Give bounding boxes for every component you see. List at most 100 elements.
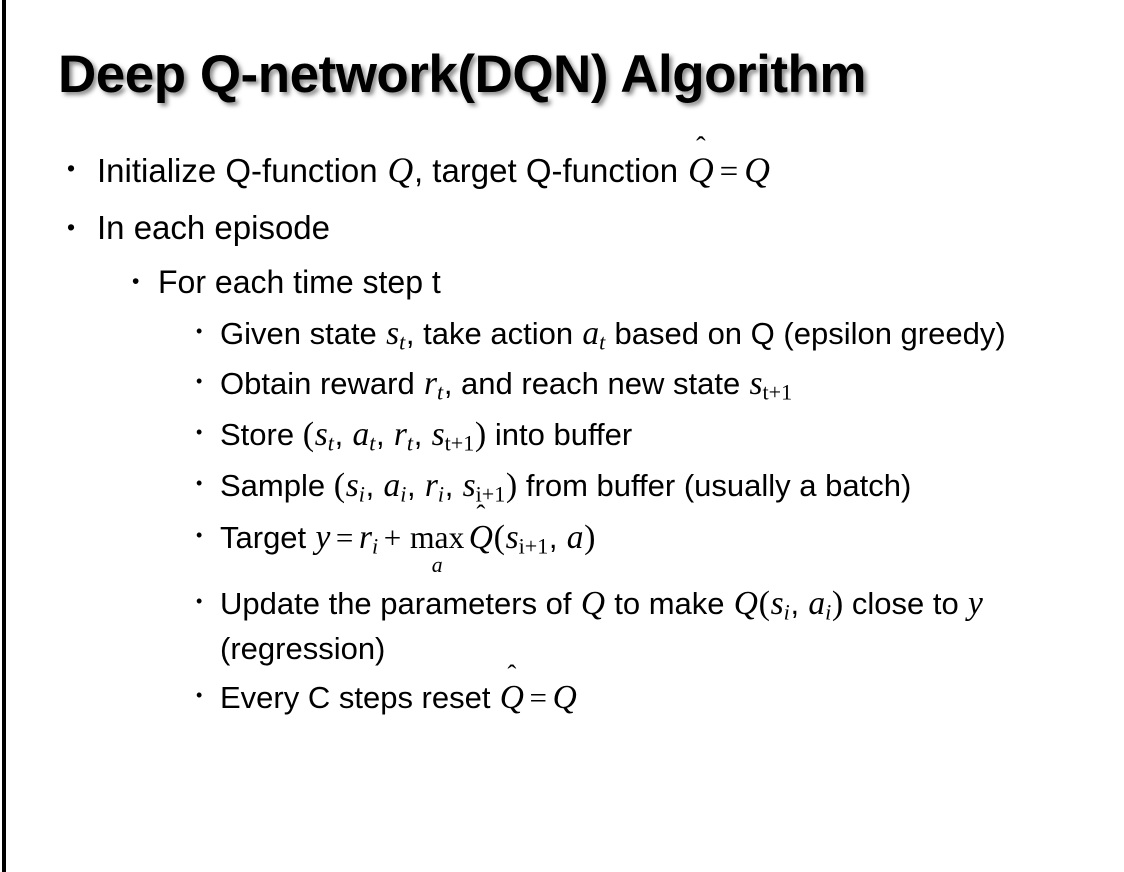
bullet-marker: • bbox=[196, 371, 203, 392]
math-base: a bbox=[582, 314, 600, 352]
math-subscript: t bbox=[599, 329, 606, 355]
math-plus: + bbox=[383, 519, 402, 555]
list-item: • Sample (si, ai, ri, si+1) from buffer … bbox=[0, 463, 1124, 509]
math-var-a: ai bbox=[383, 467, 407, 505]
math-subscript: i bbox=[372, 533, 379, 559]
page-title: Deep Q-network(DQN) Algorithm bbox=[58, 45, 866, 104]
math-base: s bbox=[505, 518, 519, 556]
bullet-marker: • bbox=[132, 269, 140, 293]
text-fragment: Obtain reward bbox=[220, 366, 424, 402]
math-var-a: a bbox=[566, 518, 584, 556]
text-fragment: from buffer (usually a batch) bbox=[517, 468, 912, 504]
max-label: max bbox=[409, 519, 465, 555]
math-var-q: Q bbox=[733, 585, 758, 623]
text-fragment: Initialize Q-function bbox=[97, 152, 387, 189]
text-fragment: , bbox=[365, 468, 383, 504]
bullet-marker: • bbox=[196, 684, 203, 705]
math-var-s: st+1 bbox=[749, 365, 793, 403]
text-fragment: , bbox=[334, 416, 352, 452]
math-var-y: y bbox=[315, 518, 331, 556]
math-var-q: Q bbox=[580, 585, 605, 623]
bullet-list: • Initialize Q-function Q, target Q-func… bbox=[0, 148, 1124, 725]
list-item: • Update the parameters of Q to make Q(s… bbox=[0, 581, 1124, 670]
list-item: • For each time step t bbox=[0, 262, 1124, 303]
math-base: s bbox=[462, 467, 476, 505]
math-base: r bbox=[359, 518, 373, 556]
list-item: • In each episode bbox=[0, 207, 1124, 249]
math-base: Q bbox=[468, 518, 493, 556]
math-var-qhat: ̂Q bbox=[499, 675, 524, 721]
math-base: r bbox=[393, 415, 407, 453]
text-fragment: , bbox=[444, 468, 462, 504]
math-subscript: t bbox=[327, 430, 334, 456]
list-item: • Store (st, at, rt, st+1) into buffer bbox=[0, 412, 1124, 458]
math-base: s bbox=[314, 415, 328, 453]
text-fragment: , bbox=[413, 416, 431, 452]
math-var-s: si+1 bbox=[505, 518, 549, 559]
text-fragment: (regression) bbox=[220, 630, 386, 666]
text-fragment: Every C steps reset bbox=[220, 679, 500, 715]
list-item: • Initialize Q-function Q, target Q-func… bbox=[0, 148, 1124, 194]
math-var-qhat: ̂Q bbox=[687, 148, 714, 194]
text-fragment: Sample bbox=[220, 468, 334, 504]
bullet-marker: • bbox=[196, 473, 203, 494]
math-base: s bbox=[770, 585, 784, 623]
close-paren: ) bbox=[505, 467, 518, 505]
text-fragment: Given state bbox=[220, 315, 386, 351]
bullet-marker: • bbox=[196, 591, 203, 612]
math-subscript: i+1 bbox=[518, 533, 549, 559]
bullet-marker: • bbox=[196, 320, 203, 341]
math-subscript: t bbox=[399, 329, 406, 355]
text-fragment: Target bbox=[220, 519, 315, 555]
math-subscript: i bbox=[437, 481, 445, 507]
math-var-s: si+1 bbox=[462, 467, 506, 505]
math-var-s: st bbox=[385, 314, 406, 355]
list-item: • Every C steps reset ̂Q=Q bbox=[0, 675, 1124, 721]
math-base: a bbox=[352, 415, 370, 453]
bullet-marker: • bbox=[196, 524, 203, 545]
list-item-text: In each episode bbox=[97, 208, 331, 246]
math-base: r bbox=[424, 467, 438, 505]
math-var-r: ri bbox=[358, 518, 379, 559]
math-base: Q bbox=[687, 150, 714, 190]
math-equals: = bbox=[719, 154, 739, 190]
math-var-a: ai bbox=[808, 585, 832, 623]
text-fragment: close to bbox=[843, 586, 968, 622]
list-item: • Obtain reward rt, and reach new state … bbox=[0, 361, 1124, 407]
math-subscript: i bbox=[783, 599, 790, 625]
text-fragment: , bbox=[548, 519, 567, 555]
text-fragment: , and reach new state bbox=[443, 366, 749, 402]
list-item: • Given state st, take action at based o… bbox=[0, 311, 1124, 357]
math-base: s bbox=[431, 415, 445, 453]
math-subscript: t bbox=[369, 430, 376, 456]
math-subscript: t+1 bbox=[444, 430, 475, 456]
list-item-text: Sample (si, ai, ri, si+1) from buffer (u… bbox=[220, 463, 1090, 509]
text-fragment: , take action bbox=[405, 315, 582, 351]
text-fragment: , bbox=[407, 468, 425, 504]
math-base: Q bbox=[499, 678, 524, 716]
bullet-marker: • bbox=[196, 421, 203, 442]
text-fragment: Store bbox=[220, 416, 303, 452]
math-base: a bbox=[808, 585, 826, 623]
list-item-text: Initialize Q-function Q, target Q-functi… bbox=[97, 148, 1124, 194]
math-var-s: st+1 bbox=[431, 415, 475, 456]
math-equals: = bbox=[529, 679, 548, 715]
text-fragment: based on Q (epsilon greedy) bbox=[605, 315, 1006, 351]
list-item-text: Store (st, at, rt, st+1) into buffer bbox=[220, 412, 1090, 458]
bullet-marker: • bbox=[67, 213, 76, 240]
close-paren: ) bbox=[584, 518, 596, 556]
math-base: r bbox=[423, 365, 438, 403]
list-item-text: Given state st, take action at based on … bbox=[220, 311, 1090, 357]
list-item-text: Update the parameters of Q to make Q(si,… bbox=[220, 581, 1090, 670]
text-fragment: to make bbox=[605, 586, 734, 622]
math-var-s: si bbox=[770, 585, 790, 625]
math-equals: = bbox=[335, 519, 354, 555]
math-base: s bbox=[749, 365, 763, 403]
math-subscript: t bbox=[406, 430, 414, 456]
open-paren: ( bbox=[333, 467, 346, 505]
text-fragment: Update the parameters of bbox=[220, 586, 581, 622]
math-base: s bbox=[386, 314, 400, 352]
math-var-q: Q bbox=[552, 678, 577, 716]
bullet-marker: • bbox=[67, 155, 76, 181]
